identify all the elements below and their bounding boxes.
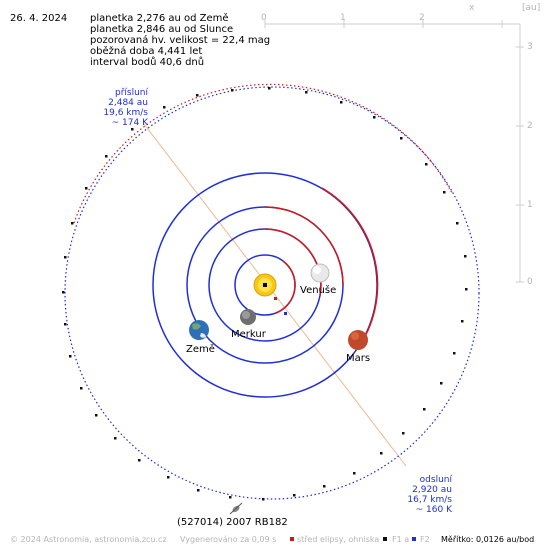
mars-label: Mars	[346, 353, 371, 364]
footer-copyright: © 2024 Astronomia, astronomia.zcu.cz	[10, 535, 167, 544]
footer-f2: F2	[420, 535, 430, 544]
asteroid-orbit-points	[62, 87, 468, 501]
x-tick-2: 2	[419, 13, 425, 23]
x-tick-1: 1	[340, 13, 346, 23]
unit-label: [au]	[522, 3, 541, 13]
footer-scale: Měřítko: 0,0126 au/bod	[441, 535, 535, 544]
x-axis-label: x	[469, 3, 475, 13]
perihelion-distance: 2,484 au	[108, 98, 148, 108]
info-earth-distance: planetka 2,276 au od Země	[90, 13, 229, 24]
earth-label: Země	[186, 344, 215, 355]
venus-orbit	[208, 228, 322, 342]
aphelion-title: odsluní	[419, 475, 452, 485]
mercury-icon	[240, 309, 256, 325]
venus-icon	[310, 263, 330, 283]
y-tick-2: 2	[527, 121, 533, 131]
mercury-label: Merkur	[231, 329, 266, 340]
asteroid-name: (527014) 2007 RB182	[177, 517, 288, 528]
aphelion-label: odsluní 2,920 au 16,7 km/s ~ 160 K	[406, 475, 452, 515]
aphelion-distance: 2,920 au	[412, 485, 452, 495]
date-label: 26. 4. 2024	[10, 13, 68, 24]
footer-center-foci: střed elipsy, ohniska	[297, 535, 380, 544]
aphelion-temperature: ~ 160 K	[415, 505, 452, 515]
axes	[264, 20, 524, 283]
asteroid-orbit	[64, 83, 480, 500]
x-tick-0: 0	[261, 13, 267, 23]
legend-f1-marker	[383, 537, 387, 541]
perihelion-temperature: ~ 174 K	[111, 118, 148, 128]
sun-icon	[253, 273, 277, 297]
footer-f1: F1 a	[392, 535, 410, 544]
mars-orbit	[152, 172, 379, 398]
info-point-interval: interval bodů 40,6 dnů	[90, 57, 205, 68]
info-block: planetka 2,276 au od Země planetka 2,846…	[90, 13, 270, 68]
ellipse-center-marker	[274, 297, 277, 300]
info-period: oběžná doba 4,441 let	[90, 46, 203, 57]
footer-generated: Vygenerováno za 0,09 s	[180, 535, 277, 544]
perihelion-title: přísluní	[114, 88, 148, 98]
mars-icon	[348, 330, 368, 350]
info-sun-distance: planetka 2,846 au od Slunce	[90, 24, 234, 35]
y-tick-0: 0	[527, 277, 533, 287]
apsis-line	[143, 123, 407, 467]
legend-center-marker	[290, 537, 294, 541]
y-tick-1: 1	[527, 200, 533, 210]
asteroid-icon	[229, 502, 243, 515]
focus-marker	[284, 312, 287, 315]
y-tick-3: 3	[527, 42, 533, 52]
venus-label: Venuše	[300, 285, 337, 296]
perihelion-speed: 19,6 km/s	[103, 108, 148, 118]
earth-icon	[189, 320, 209, 340]
mercury-orbit	[234, 254, 296, 316]
legend-f2-marker	[412, 537, 416, 541]
earth-orbit	[186, 206, 344, 364]
info-magnitude: pozorovaná hv. velikost = 22,4 mag	[90, 35, 271, 46]
perihelion-label: přísluní 2,484 au 19,6 km/s ~ 174 K	[96, 88, 148, 128]
aphelion-speed: 16,7 km/s	[407, 495, 452, 505]
